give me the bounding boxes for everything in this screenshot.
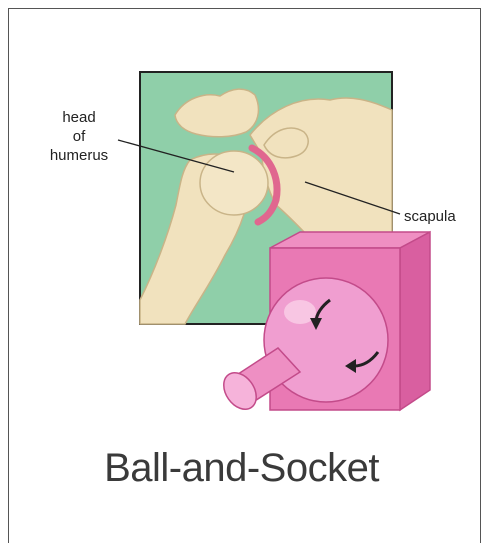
head-of-humerus-label: head of humerus (36, 108, 122, 165)
humeral-head (200, 151, 268, 215)
head-label-line2: of (36, 127, 122, 146)
diagram-title: Ball-and-Socket (0, 446, 483, 491)
block-side (400, 232, 430, 410)
scapula-label: scapula (404, 207, 456, 226)
head-label-line1: head (36, 108, 122, 127)
head-label-line3: humerus (36, 146, 122, 165)
